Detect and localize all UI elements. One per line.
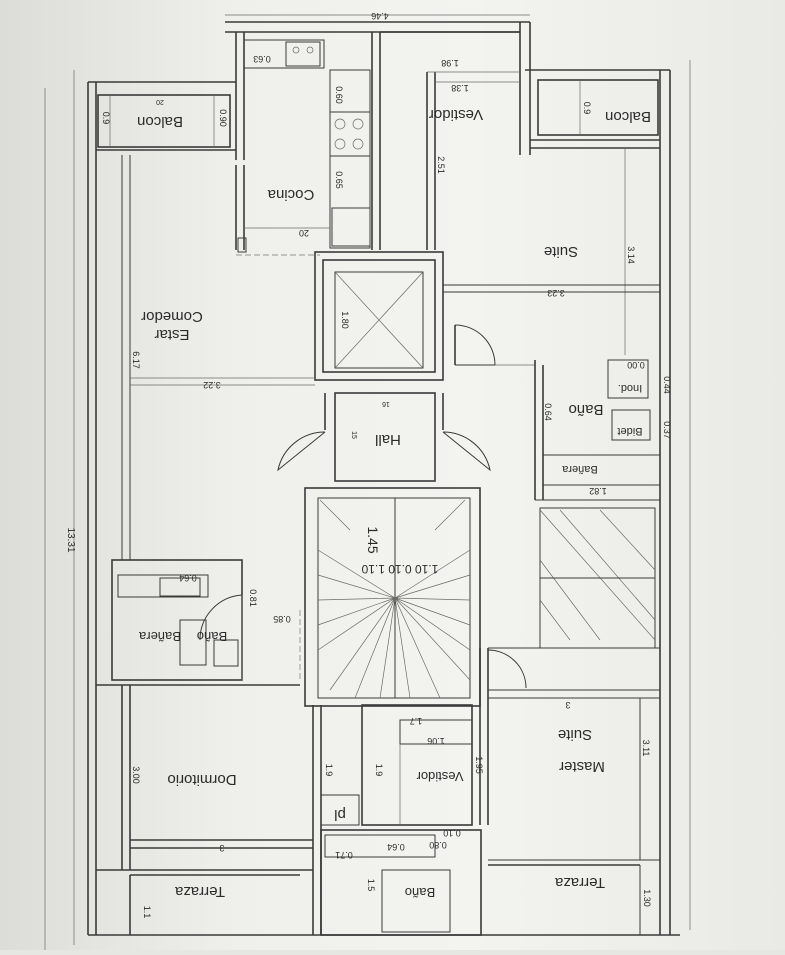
dim-4-46: 4.46 xyxy=(371,11,389,21)
dim-1-7: 1.7 xyxy=(410,716,423,726)
dim-0-63: 0.63 xyxy=(253,54,271,64)
inod-label: Inod. xyxy=(618,382,642,394)
balcon-left-area xyxy=(96,94,236,151)
dim-0-60: 0.60 xyxy=(334,86,344,104)
comedor-label: Comedor xyxy=(141,308,203,325)
master-label: Master xyxy=(559,758,605,775)
bano-suite-area xyxy=(534,359,661,501)
bano-left-area xyxy=(111,559,301,681)
dim-0-80: 0.80 xyxy=(429,840,447,850)
dim-stair-widths: 1.10 0.10 1.10 xyxy=(361,562,438,576)
dim-3-00: 3.00 xyxy=(131,766,141,784)
dim-3-14: 3.14 xyxy=(626,246,636,264)
dim-1-9-b: 1.9 xyxy=(374,764,384,777)
dim-1-82: 1.82 xyxy=(589,486,607,496)
hall-label: Hall xyxy=(375,431,401,448)
dim-0-64-c: 0.64 xyxy=(387,842,405,852)
bano-bottom-label: Baño xyxy=(405,885,435,900)
vestidor-top-label: Vestidor xyxy=(429,106,483,123)
dim-13-31: 13.31 xyxy=(65,527,76,552)
vestidor-bottom-label: Vestidor xyxy=(416,769,464,784)
dim-20: 20 xyxy=(156,98,164,105)
dim-0-90: 0.90 xyxy=(218,109,228,127)
terraza-area xyxy=(129,864,641,935)
dim-16: 16 xyxy=(382,400,390,407)
cocina-area xyxy=(235,32,381,256)
dim-3-23: 3.23 xyxy=(547,288,565,298)
pl-label: pl xyxy=(334,806,346,823)
dim-0-00: 0.00 xyxy=(627,360,645,370)
estar-label: Estar xyxy=(154,326,189,343)
dim-1-95: 1.95 xyxy=(474,756,484,774)
balcon-left-label: Balcon xyxy=(137,113,183,130)
dim-1-80: 1.80 xyxy=(340,311,350,329)
dim-1-98: 1.98 xyxy=(441,58,459,68)
dim-0-9-left: 0.9 xyxy=(101,112,111,125)
dim-20-b: 20 xyxy=(299,228,309,238)
hall-area xyxy=(277,324,535,482)
suite-area xyxy=(380,22,660,355)
balcon-right-label: Balcon xyxy=(605,108,651,125)
dim-0-65: 0.65 xyxy=(334,171,344,189)
bano-left-label: Baño xyxy=(197,629,227,644)
room-labels: Cocina Vestidor Balcon Balcon Estar Come… xyxy=(137,106,651,900)
estar-area xyxy=(121,155,315,560)
dim-3-11: 3.11 xyxy=(641,740,651,757)
banera-left-label: Bañera xyxy=(138,629,181,644)
master-suite-label: Suite xyxy=(558,726,592,743)
dim-1-5: 1.5 xyxy=(366,879,376,892)
vestidor-bottom-area xyxy=(320,704,482,936)
dim-0-85: 0.85 xyxy=(273,614,291,624)
dim-1-1: 1.1 xyxy=(142,906,152,919)
cocina-label: Cocina xyxy=(267,186,314,203)
dim-0-9-right: 0.9 xyxy=(582,102,592,115)
dim-1-30: 1.30 xyxy=(642,889,652,907)
elevator xyxy=(314,251,444,381)
dim-0-81: 0.81 xyxy=(248,589,258,607)
dim-1-38: 1.38 xyxy=(451,83,469,93)
dim-1-06: 1.06 xyxy=(427,736,445,746)
dormitorio-label: Dormitorio xyxy=(167,771,236,788)
terraza-right-label: Terraza xyxy=(554,874,605,891)
dim-0-44: 0.44 xyxy=(662,376,672,394)
dim-1-45: 1.45 xyxy=(365,526,381,553)
outer-walls xyxy=(44,14,691,950)
bidet-label: Bidet xyxy=(617,425,642,437)
dim-3-22: 3.22 xyxy=(203,380,221,390)
dim-2-51: 2.51 xyxy=(436,156,446,174)
dim-0-37: 0.37 xyxy=(662,421,672,439)
staircase xyxy=(304,487,656,707)
dim-0-10: 0.10 xyxy=(443,828,461,838)
dim-6-17: 6.17 xyxy=(131,351,141,369)
dim-0-64-a: 0.64 xyxy=(543,403,553,421)
terraza-left-label: Terraza xyxy=(174,883,225,900)
dim-3-a: 3 xyxy=(565,700,570,710)
dim-0-64-b: 0.64 xyxy=(179,573,197,583)
dim-15: 15 xyxy=(350,431,357,439)
dim-3-b: 3 xyxy=(219,843,224,853)
banera-right-label: Bañera xyxy=(561,463,597,475)
bano-suite-label: Baño xyxy=(568,401,603,418)
dim-0-71: 0.71 xyxy=(335,850,353,860)
suite-label: Suite xyxy=(544,243,578,260)
dimension-labels: 4.46 0.63 1.98 1.38 0.9 20 0.90 0.60 0.9… xyxy=(65,11,672,918)
dim-1-9-a: 1.9 xyxy=(324,764,334,777)
master-suite-area xyxy=(479,647,660,861)
